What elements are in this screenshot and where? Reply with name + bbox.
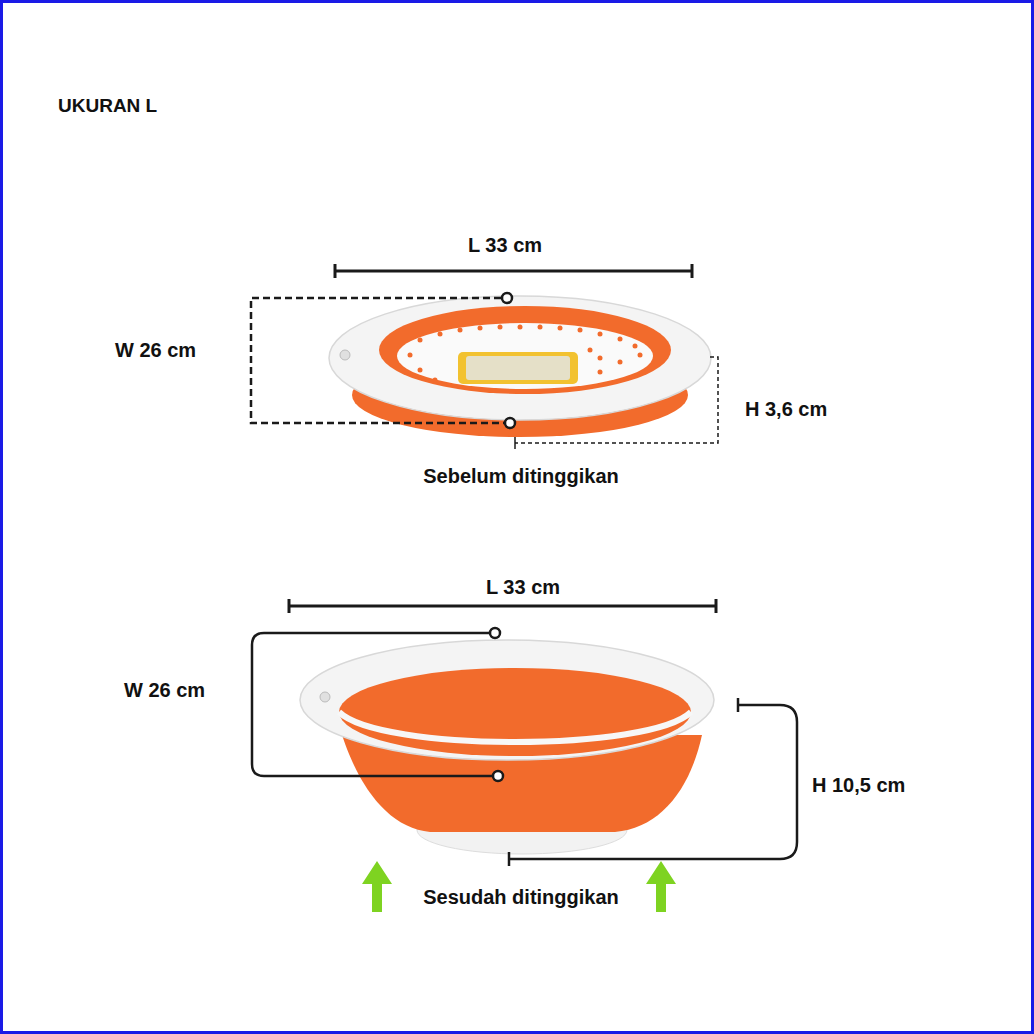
dimension-label: L 33 cm [468, 233, 542, 257]
dimension-label: L 33 cm [486, 575, 560, 599]
dimension-label: Sebelum ditinggikan [423, 464, 619, 488]
size-heading: UKURAN L [58, 95, 157, 118]
dimension-label: W 26 cm [115, 338, 196, 362]
collapsed-colander [329, 296, 711, 437]
up-arrows [362, 861, 676, 912]
dimension-lines-bottom [252, 599, 797, 866]
dimension-label: W 26 cm [124, 678, 205, 702]
dimension-label: Sesudah ditinggikan [423, 885, 619, 909]
dimension-label: H 10,5 cm [812, 773, 905, 797]
dimension-label: H 3,6 cm [745, 397, 827, 421]
expanded-colander [300, 640, 714, 854]
dimension-lines-top [251, 264, 718, 449]
